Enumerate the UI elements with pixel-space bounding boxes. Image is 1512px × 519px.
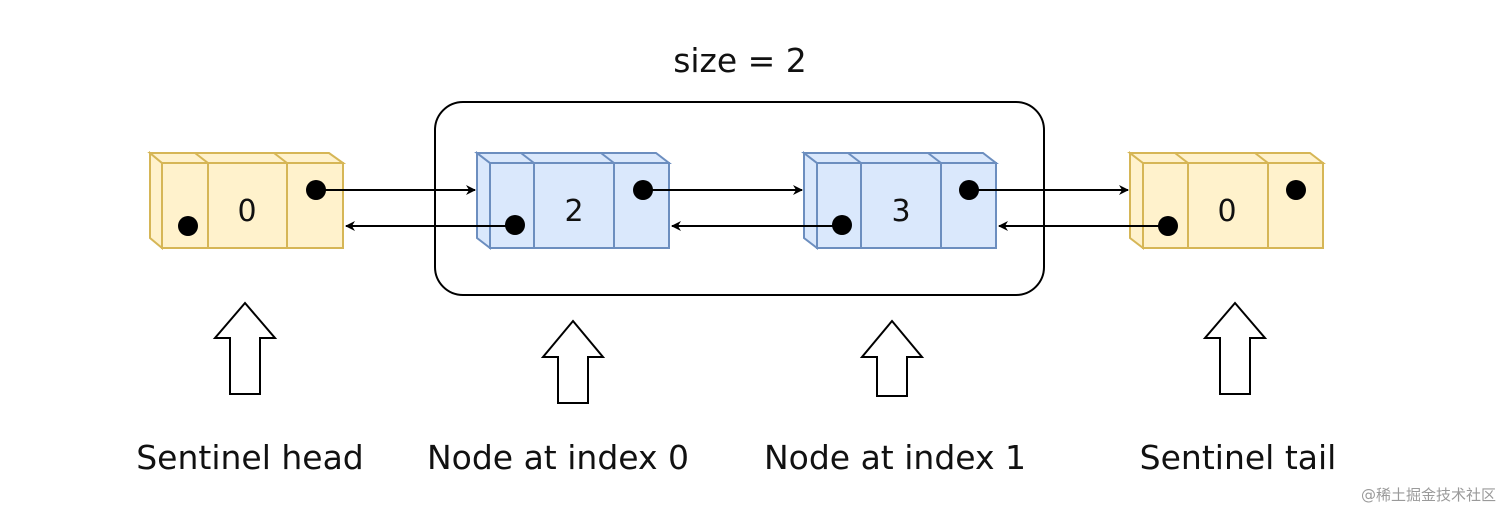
sentinel-tail-node: 0: [1127, 150, 1326, 251]
caption-sentinel-head: Sentinel head: [136, 438, 364, 477]
node-value: 0: [1217, 194, 1236, 229]
watermark: @稀土掘金技术社区: [1361, 486, 1496, 504]
node-index-1: 3: [801, 150, 999, 251]
list-container: [434, 101, 1045, 296]
sentinel-head-node: 0: [147, 150, 347, 251]
caption-sentinel-tail: Sentinel tail: [1140, 438, 1337, 477]
caption-node-index-0: Node at index 0: [427, 438, 689, 477]
pointer-up-arrow-head: [212, 301, 278, 395]
pointer-up-arrow-node-1: [859, 319, 925, 397]
pointer-up-arrow-tail: [1202, 301, 1268, 395]
caption-node-index-1: Node at index 1: [764, 438, 1026, 477]
node-value: 3: [891, 194, 910, 229]
node-value: 0: [237, 194, 256, 229]
node-index-0: 2: [474, 150, 672, 251]
prev-pointer-dot: [178, 216, 198, 236]
node-value: 2: [564, 194, 583, 229]
next-pointer-dot: [1286, 180, 1306, 200]
size-label: size = 2: [673, 41, 807, 80]
pointer-up-arrow-node-0: [540, 319, 606, 404]
